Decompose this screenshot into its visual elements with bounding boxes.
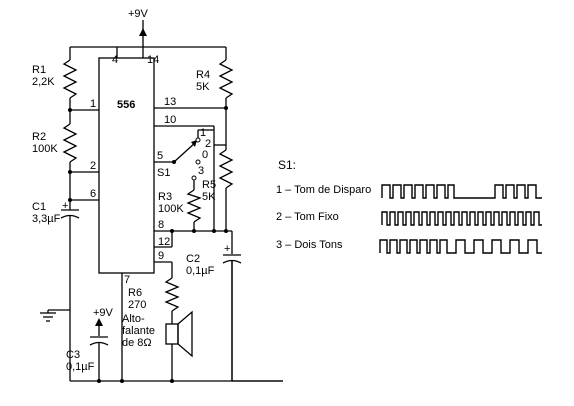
switch-pos-2: 2	[205, 138, 211, 150]
c3-plate-bottom	[89, 341, 109, 346]
wave-dois-tons	[379, 239, 542, 254]
legend-item-2: 2 – Tom Fixo	[276, 211, 339, 223]
c1-plus: +	[62, 200, 68, 212]
r4-value: 5K	[196, 81, 210, 93]
legend-item-1: 1 – Tom de Disparo	[276, 184, 371, 196]
node-pin10	[212, 229, 216, 233]
speaker-line1: Alto-	[122, 313, 145, 325]
r1-resistor	[62, 59, 78, 99]
vcc-label-top: +9V	[128, 8, 149, 20]
pin14-label: 14	[147, 54, 159, 66]
ic-label: 556	[117, 99, 135, 111]
c3-ref: C3	[66, 349, 80, 361]
pin13-label: 13	[164, 96, 176, 108]
node-bottom-c3	[97, 379, 101, 383]
c1-ref: C1	[32, 201, 46, 213]
pin6-label: 6	[90, 188, 96, 200]
switch-pos-1: 1	[200, 127, 206, 139]
pin7-label: 7	[124, 274, 130, 286]
r3-value: 100K	[158, 203, 184, 215]
c2-plate-bottom	[222, 259, 242, 264]
c2-plus: +	[224, 243, 230, 255]
r6-value: 270	[128, 299, 146, 311]
c2-value: 0,1µF	[186, 265, 215, 277]
node-bottom-pin7	[120, 379, 124, 383]
switch-contact-3	[191, 175, 197, 181]
r1-value: 2,2K	[32, 76, 55, 88]
pin4-label: 4	[112, 54, 118, 66]
speaker-line2: falante	[122, 325, 155, 337]
c1-plate-bottom	[60, 214, 80, 219]
r2-ref: R2	[32, 131, 46, 143]
switch-arm	[173, 141, 197, 163]
r3-ref: R3	[158, 191, 172, 203]
r3-resistor	[186, 189, 202, 223]
pin9-label: 9	[158, 250, 164, 262]
legend-title: S1:	[278, 158, 296, 172]
node-r3	[192, 229, 196, 233]
pin2-label: 2	[90, 160, 96, 172]
ic-556-body	[98, 57, 155, 274]
switch-ref: S1	[157, 167, 170, 179]
r4-ref: R4	[196, 69, 210, 81]
c1-value: 3,3µF	[32, 213, 61, 225]
r6-resistor	[164, 277, 180, 312]
r5-ref: R5	[202, 179, 216, 191]
c2-ref: C2	[186, 253, 200, 265]
r1-ref: R1	[32, 64, 46, 76]
r4-resistor	[218, 59, 234, 99]
r2-resistor	[62, 123, 78, 163]
wave-tom-de-disparo	[381, 184, 542, 199]
switch-arm-tip	[191, 140, 197, 147]
switch-pivot	[172, 160, 176, 164]
switch-pos-3: 3	[198, 165, 204, 177]
switch-contact-0	[195, 159, 201, 165]
vcc-arrow	[139, 28, 147, 36]
node-bottom-spk	[170, 379, 174, 383]
legend-item-3: 3 – Dois Tons	[276, 239, 343, 251]
pin5-label: 5	[157, 150, 163, 162]
speaker-cone	[177, 310, 193, 358]
c3-vcc-arrow	[95, 318, 103, 326]
r5-value: 5K	[202, 191, 216, 203]
wave-tom-fixo	[381, 211, 542, 226]
pin12-label: 12	[158, 236, 170, 248]
pin8-label: 8	[158, 219, 164, 231]
pin1-label: 1	[90, 98, 96, 110]
r2-value: 100K	[32, 143, 58, 155]
pin10-label: 10	[164, 114, 176, 126]
switch-pos-0: 0	[202, 149, 208, 161]
r5-resistor	[218, 149, 234, 189]
vcc-label-c3: +9V	[93, 307, 114, 319]
c3-value: 0,1µF	[66, 361, 95, 373]
speaker-magnet	[165, 323, 179, 345]
node-r5	[224, 229, 228, 233]
r6-ref: R6	[128, 287, 142, 299]
speaker-line3: de 8Ω	[122, 337, 152, 349]
